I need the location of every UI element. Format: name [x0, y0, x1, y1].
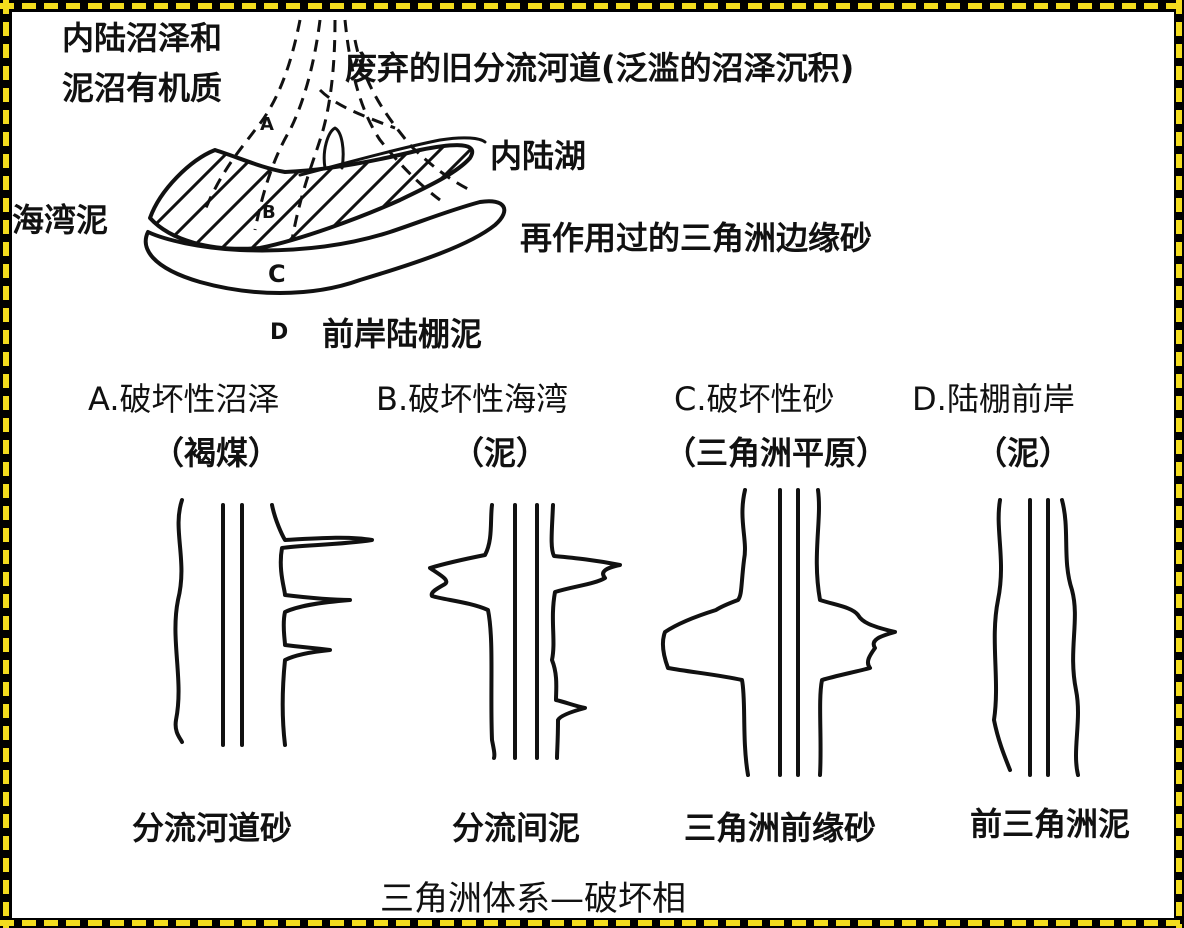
log-c-label: 三角洲前缘砂: [684, 809, 877, 847]
facies-b-title: B.破坏性海湾: [376, 380, 569, 418]
log-b-label: 分流间泥: [452, 809, 581, 847]
inland-lake-shore: [298, 136, 487, 177]
log-d-right-curve: [1060, 498, 1080, 777]
log-d: [992, 498, 1080, 777]
sand-rim-outline: [143, 199, 507, 295]
log-c: [660, 488, 897, 777]
facies-c-subtitle: （三角洲平原）: [664, 434, 889, 472]
label-inland-lake: 内陆湖: [490, 137, 587, 175]
delta-plain-outline: [148, 143, 475, 251]
marker-b: B: [262, 202, 276, 223]
figure-caption: 三角洲体系—破坏相: [380, 879, 686, 919]
log-d-label: 前三角洲泥: [970, 805, 1131, 843]
label-shelf-mud: 前岸陆棚泥: [322, 315, 483, 353]
log-a-left-curve: [173, 498, 184, 744]
channel-finger: [322, 126, 345, 170]
label-bay-mud: 海湾泥: [12, 201, 109, 239]
abandoned-channels: [203, 19, 471, 241]
delta-sketch: [143, 126, 507, 295]
log-c-right-curve: [814, 488, 897, 777]
log-d-left-curve: [992, 498, 1012, 772]
label-abandoned-channel: 废弃的旧分流河道(泛滥的沼泽沉积): [345, 49, 855, 87]
facies-b-subtitle: （泥）: [452, 434, 549, 472]
facies-c-title: C.破坏性砂: [674, 380, 835, 418]
log-b-left-curve: [428, 503, 497, 760]
label-reworked-sand: 再作用过的三角洲边缘砂: [520, 219, 873, 257]
log-c-left-curve: [660, 488, 750, 777]
log-b: [428, 503, 622, 760]
border-dash-left: [3, 0, 9, 928]
border-dash-right: [1176, 0, 1182, 928]
label-inland-swamp: 内陆沼泽和: [62, 19, 223, 57]
log-a-label: 分流河道砂: [132, 809, 293, 847]
log-b-right-curve: [549, 503, 622, 760]
marker-d: D: [270, 320, 289, 345]
log-a: [173, 498, 374, 747]
border-dash-bottom: [0, 920, 1184, 926]
facies-a-title: A.破坏性沼泽: [88, 380, 280, 418]
facies-d-subtitle: （泥）: [975, 434, 1072, 472]
marker-c: C: [268, 260, 286, 288]
marker-a: A: [260, 114, 274, 135]
log-a-right-curve: [270, 503, 374, 747]
facies-a-subtitle: （褐煤）: [152, 434, 281, 472]
facies-d-title: D.陆棚前岸: [912, 380, 1075, 418]
label-inland-swamp-2: 泥沼有机质: [62, 69, 223, 107]
well-logs: [173, 488, 1080, 777]
border-dash-top: [0, 3, 1184, 9]
